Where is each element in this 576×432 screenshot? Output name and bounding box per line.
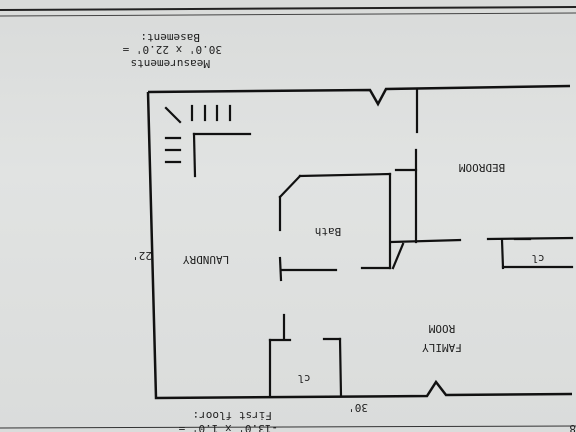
outer-walls [146,84,573,400]
closet-right-label: cl [531,252,544,265]
page-border-top [0,6,576,11]
room-bedroom-label: BEDROOM [458,161,505,174]
room-family-label: FAMILY [422,341,462,354]
header-dims: 30.0' x 22.0' = [122,43,222,56]
header-title: Measurements [131,57,210,70]
room-laundry-label: LAUNDRY [182,253,229,266]
page-border-top-2 [0,12,576,17]
footer-level: First floor: [193,409,272,422]
room-family-label-2: ROOM [428,322,455,335]
footer-dims: -13.0' x 1.0' = [178,422,278,432]
room-bath-label: Bath [315,225,342,238]
footer-edge: 8 [569,422,576,432]
closet-left-label: cl [297,372,310,385]
header-level: Basement: [140,31,200,44]
interior-walls [164,88,574,398]
dimension-height: 22' [132,249,152,262]
page-border-bottom [0,425,576,429]
dimension-width: 30' [348,401,368,414]
rotated-labels: Measurements 30.0' x 22.0' = Basement: F… [122,31,576,432]
